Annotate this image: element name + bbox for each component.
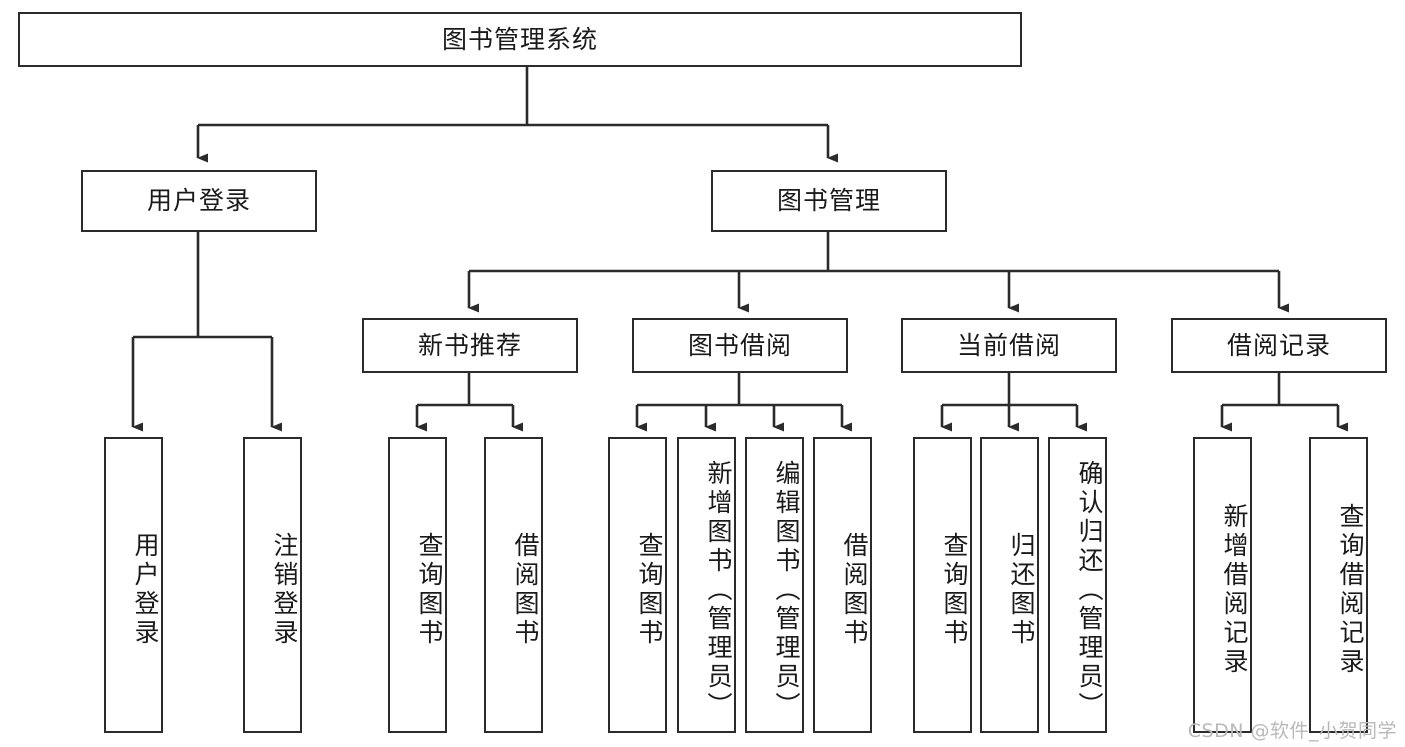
- leaf-current-borrow-return-label: 归还图书: [1007, 532, 1036, 648]
- leaf-new-book-query-label: 查询图书: [415, 532, 444, 648]
- node-borrow-record-label: 借阅记录: [1226, 330, 1331, 360]
- leaf-book-borrow-lend[interactable]: 借阅图书: [813, 437, 872, 733]
- node-current-borrow-label: 当前借阅: [956, 330, 1061, 360]
- leaf-current-borrow-query[interactable]: 查询图书: [913, 437, 972, 733]
- leaf-current-borrow-confirm-return[interactable]: 确认归还（管理员）: [1048, 437, 1107, 733]
- leaf-borrow-record-query[interactable]: 查询借阅记录: [1309, 437, 1368, 733]
- leaf-borrow-record-query-label: 查询借阅记录: [1336, 503, 1365, 677]
- leaf-book-borrow-edit[interactable]: 编辑图书（管理员）: [745, 437, 804, 733]
- leaf-current-borrow-query-label: 查询图书: [940, 532, 969, 648]
- leaf-new-book-borrow-label: 借阅图书: [511, 532, 540, 648]
- node-user-login[interactable]: 用户登录: [81, 170, 317, 232]
- leaf-borrow-record-add-label: 新增借阅记录: [1220, 503, 1249, 677]
- leaf-user-login-signin-label: 用户登录: [131, 532, 160, 648]
- leaf-current-borrow-return[interactable]: 归还图书: [980, 437, 1039, 733]
- node-new-book-recommend-label: 新书推荐: [417, 330, 522, 360]
- leaf-user-login-signin[interactable]: 用户登录: [104, 437, 163, 733]
- node-new-book-recommend[interactable]: 新书推荐: [362, 318, 578, 373]
- leaf-user-login-signout-label: 注销登录: [270, 532, 299, 648]
- node-borrow-record[interactable]: 借阅记录: [1171, 318, 1387, 373]
- leaf-book-borrow-lend-label: 借阅图书: [840, 532, 869, 648]
- leaf-book-borrow-query[interactable]: 查询图书: [608, 437, 667, 733]
- node-current-borrow[interactable]: 当前借阅: [901, 318, 1117, 373]
- leaf-book-borrow-query-label: 查询图书: [635, 532, 664, 648]
- leaf-user-login-signout[interactable]: 注销登录: [243, 437, 302, 733]
- leaf-new-book-borrow[interactable]: 借阅图书: [484, 437, 543, 733]
- leaf-borrow-record-add[interactable]: 新增借阅记录: [1193, 437, 1252, 733]
- node-book-borrow-label: 图书借阅: [687, 330, 792, 360]
- leaf-book-borrow-add[interactable]: 新增图书（管理员）: [677, 437, 736, 733]
- node-book-borrow[interactable]: 图书借阅: [632, 318, 848, 373]
- leaf-new-book-query[interactable]: 查询图书: [388, 437, 447, 733]
- node-book-management[interactable]: 图书管理: [711, 170, 947, 232]
- node-root-system[interactable]: 图书管理系统: [18, 12, 1022, 67]
- node-book-management-label: 图书管理: [776, 186, 881, 215]
- node-root-system-label: 图书管理系统: [441, 24, 598, 54]
- leaf-book-borrow-add-label: 新增图书（管理员）: [704, 459, 733, 721]
- leaf-current-borrow-confirm-return-label: 确认归还（管理员）: [1075, 459, 1104, 721]
- leaf-book-borrow-edit-label: 编辑图书（管理员）: [772, 459, 801, 721]
- node-user-login-label: 用户登录: [146, 186, 251, 215]
